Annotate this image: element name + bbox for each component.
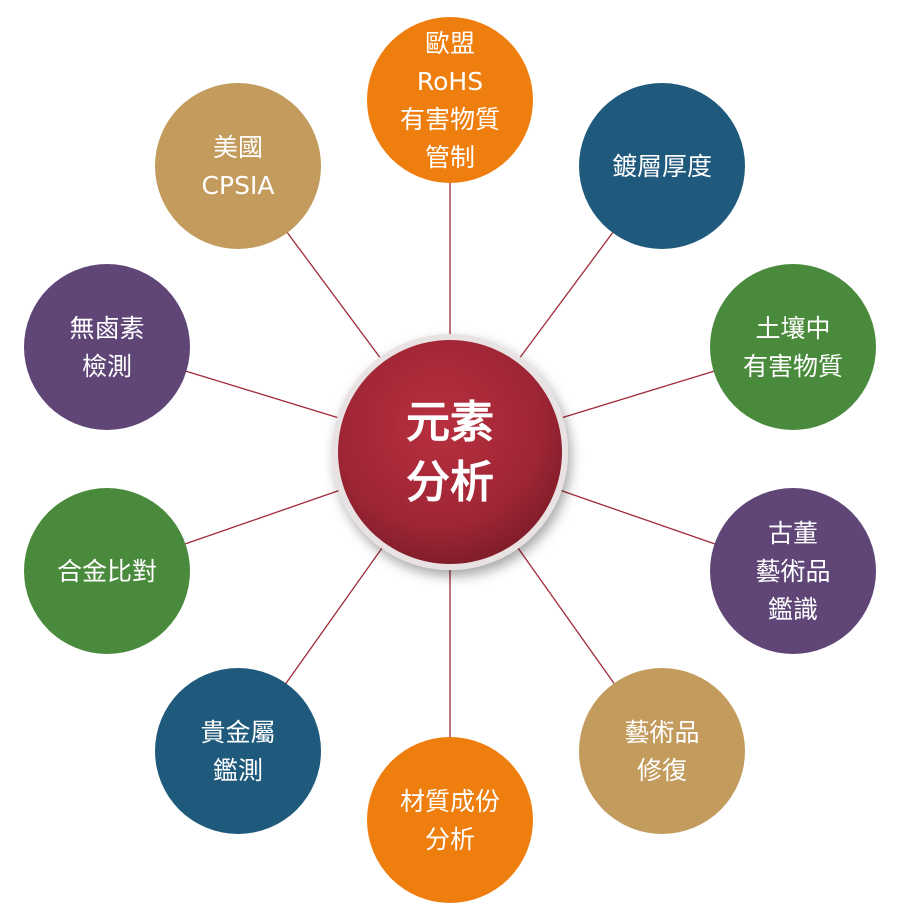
connector-line (517, 230, 615, 361)
connector-line (558, 370, 716, 420)
connector-line (515, 544, 616, 686)
node-label-line: 有害物質 (743, 352, 843, 381)
node-label-line: 貴金屬 (200, 718, 275, 747)
connector-line (557, 488, 717, 546)
node-label-line: 分析 (425, 825, 475, 854)
node-circle (579, 83, 745, 249)
node-label-line: 材質成份 (400, 787, 500, 816)
connector-line (285, 230, 383, 361)
node-label-line: 有害物質 (400, 105, 500, 134)
node-label-line: 修復 (637, 756, 687, 785)
connector-line (183, 488, 343, 546)
node-label-line: 藝術品 (755, 557, 830, 586)
node-label-line: RoHS (417, 67, 483, 96)
node-label-line: 古董 (768, 519, 818, 548)
node-circle (155, 668, 321, 834)
node-label-line: 鑑識 (768, 595, 818, 624)
node-circle (24, 488, 190, 654)
node-label-line: 藝術品 (624, 718, 699, 747)
node-label-line: 鍍層厚度 (612, 152, 712, 181)
node-label-line: 土壤中 (755, 314, 830, 343)
node-label-line: 管制 (425, 143, 475, 172)
node-circle (579, 668, 745, 834)
connector-line (184, 370, 342, 420)
node-label-line: 美國 (213, 133, 263, 162)
node-circle (24, 264, 190, 430)
center-node: 元素 分析 (332, 334, 568, 570)
node-alloy-comparison: 合金比對 (24, 488, 190, 654)
node-label-line: 歐盟 (425, 29, 475, 58)
node-label-line: 鑑測 (213, 756, 263, 785)
node-us-cpsia: 美國 CPSIA (155, 83, 321, 249)
node-label-line: 合金比對 (57, 557, 157, 586)
node-circle (367, 17, 533, 183)
connector-lines (183, 181, 717, 739)
connector-line (284, 544, 385, 686)
node-circle (367, 737, 533, 903)
node-label-line: CPSIA (202, 171, 275, 200)
center-label-line-1: 元素 (406, 397, 494, 448)
center-label-line-2: 分析 (406, 457, 494, 508)
center-circle-inner (338, 340, 562, 564)
node-circle (155, 83, 321, 249)
node-circle (710, 264, 876, 430)
outer-nodes: 歐盟RoHS有害物質管制鍍層厚度土壤中有害物質古董藝術品鑑識藝術品修復材質成份分… (24, 17, 876, 903)
node-plating-thickness: 鍍層厚度 (579, 83, 745, 249)
node-label-line: 檢測 (82, 352, 132, 381)
node-circle (710, 488, 876, 654)
node-label-line: 無鹵素 (69, 314, 144, 343)
